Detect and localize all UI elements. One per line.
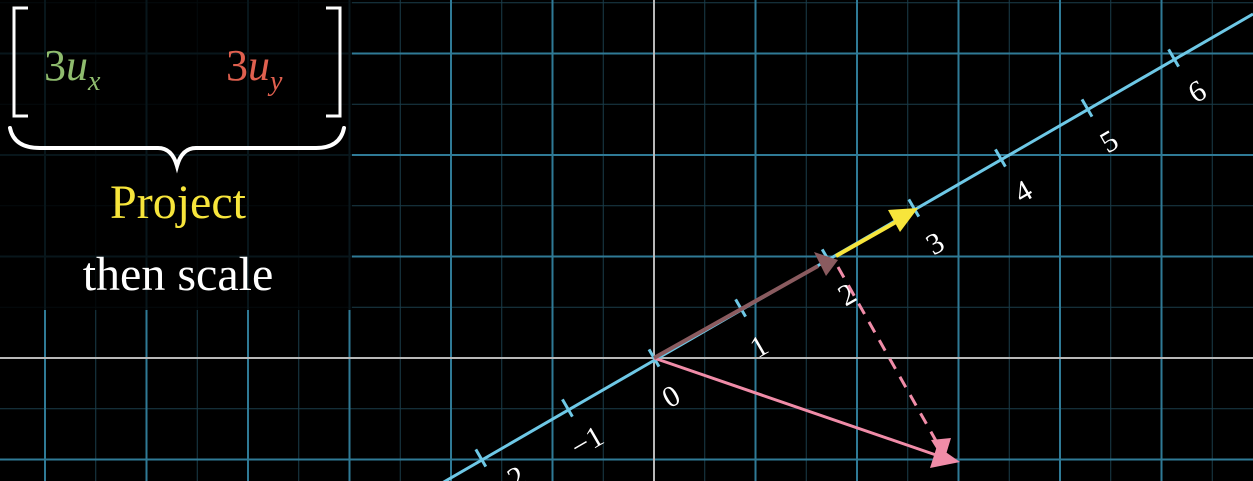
tick-label: 1	[745, 329, 774, 365]
number-line-tick	[994, 148, 1007, 168]
matrix-entry-x: 3ux	[44, 41, 101, 97]
number-line-labels: −2 −1 0 1 2 3 4 5 6	[487, 74, 1212, 481]
caption-then-scale: then scale	[83, 248, 274, 301]
entry-y-subscript: y	[267, 66, 283, 97]
matrix-left-bracket	[12, 6, 28, 118]
matrix-right-bracket	[326, 6, 342, 118]
pink-vector-arrowhead	[930, 446, 960, 468]
projection-dashed-line	[836, 266, 946, 456]
entry-y-variable: u	[248, 41, 270, 90]
tick-label: −1	[565, 420, 609, 465]
number-line-tick	[474, 448, 488, 468]
matrix-entry-y: 3uy	[226, 41, 283, 97]
projected-vector	[653, 264, 819, 360]
entry-x-coefficient: 3	[44, 41, 66, 90]
scaled-vector-arrowhead	[888, 208, 918, 232]
pink-vector	[653, 356, 937, 457]
tick-label: −2	[487, 460, 531, 481]
number-line-tick	[907, 198, 921, 218]
entry-y-coefficient: 3	[226, 41, 248, 90]
entry-x-subscript: x	[87, 66, 101, 97]
projected-vector-arrowhead	[814, 252, 838, 276]
number-line-tick	[561, 398, 574, 418]
underbrace	[8, 126, 346, 174]
entry-x-variable: u	[66, 41, 88, 90]
vectors	[653, 208, 960, 468]
matrix-panel: 3ux 3uy Project then scale	[0, 0, 352, 310]
tick-label: 4	[1009, 174, 1038, 210]
tick-label: 0	[657, 379, 686, 415]
number-line-tick	[1080, 98, 1094, 118]
number-line-tick	[1167, 48, 1180, 68]
scaled-vector	[835, 220, 897, 258]
caption-project: Project	[110, 176, 247, 229]
